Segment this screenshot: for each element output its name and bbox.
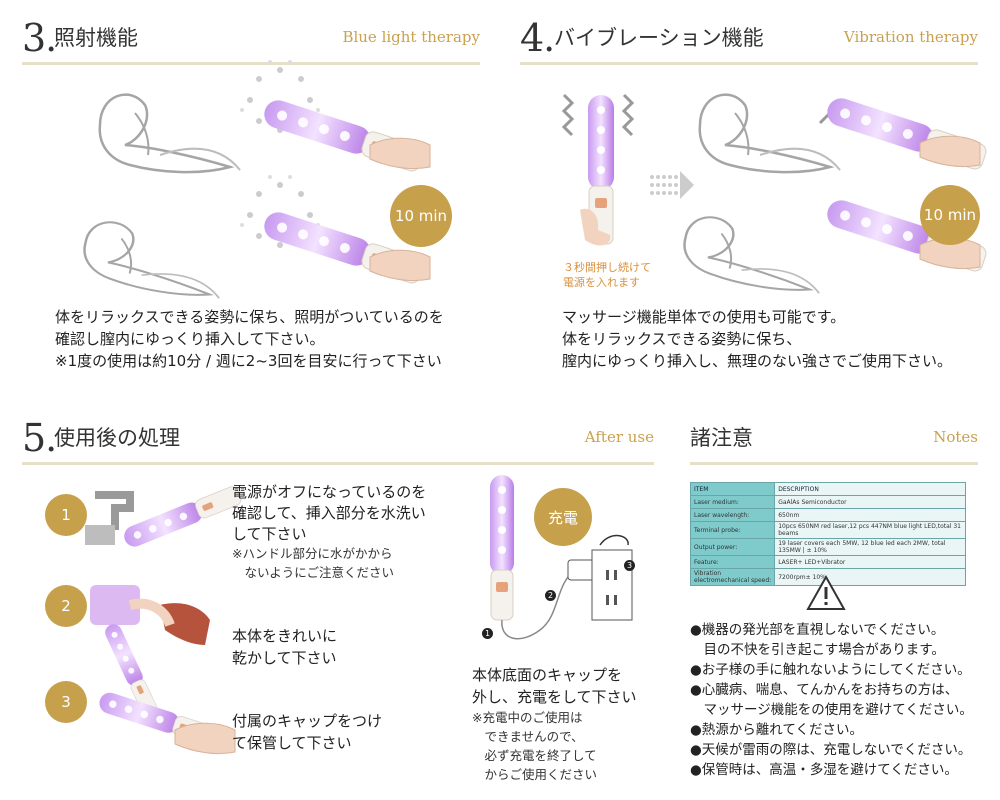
notes-header: 諸注意 Notes: [690, 422, 978, 465]
section4-number: 4.: [520, 16, 555, 60]
notes-title: 諸注意: [690, 426, 753, 450]
spec-cell: 7200rpm± 10%: [774, 568, 966, 586]
section4-title: バイブレーション機能: [554, 26, 764, 50]
section3-title: 照射機能: [54, 26, 138, 50]
section3-english-title: Blue light therapy: [342, 28, 480, 46]
woman-reclining-illustration-2: [698, 93, 842, 174]
step-3-text: 付属のキャップをつけ て保管して下さい: [232, 712, 383, 752]
charge-step-marker-1: 1: [482, 628, 493, 639]
step-2-badge: 2: [45, 585, 87, 627]
section3-description: 体をリラックスできる姿勢に保ち、照明がついているのを 確認し膣内にゆっくり挿入し…: [55, 308, 444, 370]
spec-cell: Laser wavelength:: [689, 508, 776, 522]
device-vibration-image: [818, 94, 989, 173]
device-with-cap-image: [96, 689, 236, 755]
charging-note: ※充電中のご使用は できませんので、 必ず充電を終了して からご使用ください: [472, 710, 598, 782]
duration-badge: 10 min: [390, 185, 452, 247]
spec-cell: 10pcs 650NM red laser,12 pcs 447NM blue …: [774, 521, 966, 539]
spec-table-row: Laser medium:GaAlAs Semiconductor: [689, 495, 966, 509]
charging-text: 本体底面のキャップを 外し、充電をして下さい: [472, 666, 637, 706]
spec-cell: 19 laser covers each 5MW, 12 blue led ea…: [774, 538, 966, 556]
step-1-note: ※ハンドル部分に水がかから ないようにご注意ください: [232, 546, 395, 580]
section3-header: 3. 照射機能 Blue light therapy: [22, 16, 480, 65]
step-1-text: 電源がオフになっているのを 確認して、挿入部分を水洗い して下さい: [232, 483, 427, 543]
warning-triangle-icon: [806, 574, 846, 610]
section4-english-title: Vibration therapy: [843, 28, 978, 46]
spec-table-row: Output power:19 laser covers each 5MW, 1…: [689, 538, 966, 556]
spec-cell: Terminal probe:: [689, 521, 776, 539]
woman-lying-illustration-2: [678, 212, 829, 297]
section3-number: 3.: [22, 16, 57, 60]
device-vertical-image: [562, 93, 634, 246]
woman-reclining-illustration: [98, 93, 242, 174]
spec-table-row: Terminal probe:10pcs 650NM red laser,12 …: [689, 521, 966, 539]
warnings-list: ●機器の発光部を直視しないでください。 目の不快を引き起こす場合があります。 ●…: [690, 622, 973, 778]
woman-lying-illustration: [78, 217, 229, 302]
charge-step-marker-2: 2: [545, 590, 556, 601]
section5-header: 5. 使用後の処理 After use: [22, 416, 654, 465]
charging-badge: 充電: [534, 488, 592, 546]
step-1-badge: 1: [45, 494, 87, 536]
spec-cell: 650nm: [774, 508, 966, 522]
spec-cell: LASER+ LED+Vibrator: [774, 555, 966, 569]
device-light-on-image-2: [260, 208, 431, 287]
spec-cell: Output power:: [689, 538, 776, 556]
duration-badge-2: 10 min: [920, 185, 980, 245]
drying-device-image: [90, 585, 210, 719]
spec-cell: GaAlAs Semiconductor: [774, 495, 966, 509]
faucet-washing-image: [85, 483, 244, 551]
spec-cell: ITEM: [689, 482, 776, 496]
spec-table-row: Vibration electromechanical speed:7200rp…: [689, 568, 966, 586]
section5-title: 使用後の処理: [54, 426, 180, 450]
spec-cell: DESCRIPTION: [774, 482, 966, 496]
device-light-on-image: [260, 96, 431, 175]
charge-step-marker-3: 3: [624, 560, 635, 571]
step-3-badge: 3: [45, 681, 87, 723]
charging-device-image: [490, 475, 633, 640]
step-2-text: 本体をきれいに 乾かして下さい: [232, 627, 338, 667]
section4-description: マッサージ機能単体での使用も可能です。 体をリラックスできる姿勢に保ち、 膣内に…: [562, 308, 953, 370]
section4-header: 4. バイブレーション機能 Vibration therapy: [520, 16, 978, 65]
spec-table-row: Feature:LASER+ LED+Vibrator: [689, 555, 966, 569]
spec-cell: Vibration electromechanical speed:: [689, 568, 776, 586]
spec-cell: Feature:: [689, 555, 776, 569]
spec-table-row: Laser wavelength:650nm: [689, 508, 966, 522]
spec-cell: Laser medium:: [689, 495, 776, 509]
section5-english-title: After use: [584, 428, 654, 446]
arrow-right-icon: [650, 171, 694, 199]
section5-number: 5.: [22, 416, 57, 460]
notes-english-title: Notes: [933, 428, 978, 446]
power-on-note: ３秒間押し続けて 電源を入れます: [563, 261, 651, 289]
